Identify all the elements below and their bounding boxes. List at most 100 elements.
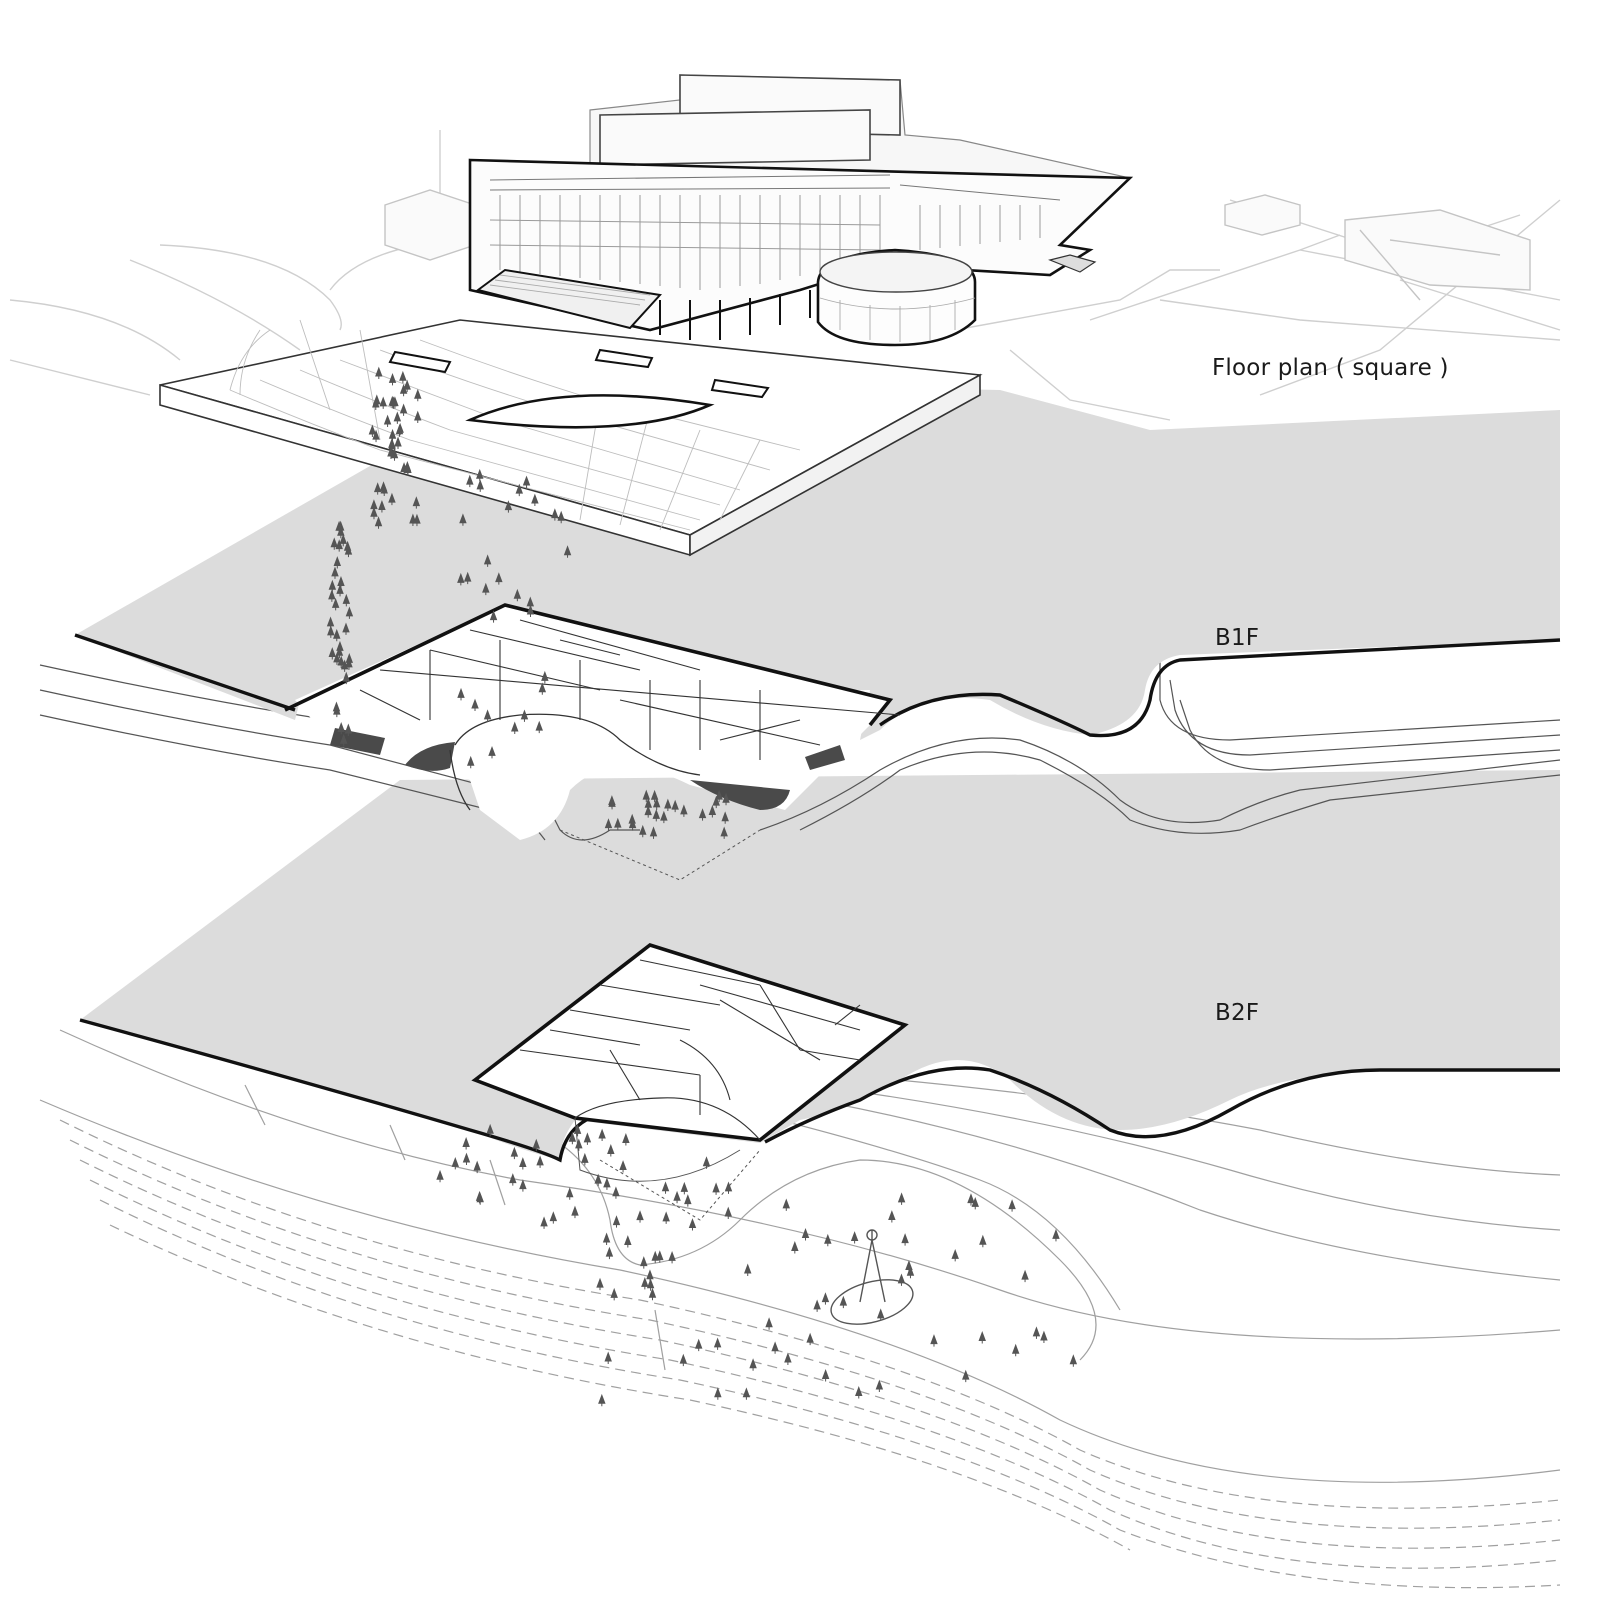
tree-mark — [467, 755, 475, 769]
tree-mark — [549, 1211, 558, 1224]
tree-mark — [459, 513, 467, 526]
tree-mark — [1008, 1199, 1016, 1212]
tree-mark — [603, 1177, 611, 1190]
tree-mark — [328, 589, 336, 602]
tree-mark — [813, 1299, 821, 1312]
tree-mark — [644, 797, 653, 811]
tree-mark — [712, 795, 720, 809]
label-b1f: B1F — [1215, 625, 1260, 651]
tree-mark — [821, 1369, 830, 1382]
tree-mark — [765, 1317, 773, 1330]
tree-mark — [374, 516, 383, 529]
tree-mark — [483, 554, 492, 567]
tree-mark — [336, 640, 344, 654]
tree-mark — [668, 1250, 676, 1264]
tree-mark — [622, 1133, 630, 1146]
tree-mark — [379, 481, 388, 494]
tree-mark — [640, 1256, 648, 1269]
b2f-slab-edge — [79, 1018, 1560, 1163]
tree-mark — [688, 1218, 697, 1231]
tree-mark — [671, 799, 679, 813]
tree-mark — [488, 745, 496, 759]
tree-mark — [673, 1190, 681, 1204]
tree-mark — [1069, 1354, 1078, 1367]
tree-mark — [573, 1123, 582, 1137]
tree-mark — [457, 687, 465, 701]
sculpture-plaza — [830, 1229, 914, 1325]
tree-mark — [708, 805, 717, 818]
tree-mark — [639, 824, 647, 838]
tree-mark — [373, 482, 382, 495]
tree-mark — [644, 805, 652, 818]
tree-mark — [339, 533, 347, 547]
tree-mark — [486, 1123, 494, 1137]
tree-mark — [333, 628, 341, 642]
tree-mark — [610, 1287, 618, 1301]
main-building — [468, 74, 1134, 340]
tree-mark — [414, 410, 422, 423]
tree-mark — [684, 1194, 692, 1207]
tree-mark — [451, 1156, 460, 1170]
tree-mark — [614, 817, 622, 831]
tree-mark — [343, 540, 352, 554]
tree-mark — [850, 1231, 859, 1244]
tree-mark — [368, 424, 377, 437]
tree-mark — [607, 1144, 615, 1157]
tree-mark — [399, 370, 407, 384]
tree-mark — [724, 1181, 733, 1194]
tree-mark — [532, 1138, 540, 1152]
tree-mark — [370, 506, 378, 520]
tree-mark — [824, 1233, 832, 1247]
tree-mark — [571, 1205, 579, 1219]
tree-mark — [339, 733, 348, 747]
tree-mark — [661, 1181, 670, 1194]
tree-mark — [504, 500, 513, 513]
tree-mark — [930, 1334, 938, 1347]
tree-mark — [897, 1273, 906, 1286]
tree-mark — [519, 1179, 527, 1192]
b1f-basement-rooms — [284, 603, 901, 881]
tree-mark — [383, 414, 392, 428]
label-floor-plan-square: Floor plan ( square ) — [1212, 355, 1449, 381]
tree-mark — [656, 1250, 664, 1263]
tree-mark — [801, 1228, 810, 1241]
tree-mark — [612, 1215, 621, 1228]
tree-mark — [475, 1190, 484, 1204]
tree-mark — [331, 566, 339, 579]
tree-mark — [332, 701, 341, 714]
tree-mark — [875, 1379, 884, 1392]
label-b2f: B2F — [1215, 1000, 1260, 1026]
tree-mark — [328, 647, 337, 660]
tree-mark — [594, 1173, 602, 1187]
tree-mark — [608, 796, 616, 810]
tree-mark — [581, 1152, 589, 1166]
tree-mark — [1011, 1343, 1020, 1357]
tree-mark — [628, 813, 636, 827]
tree-mark — [720, 826, 728, 839]
tree-mark — [335, 645, 344, 659]
tree-mark — [715, 789, 723, 803]
tree-mark — [540, 1216, 548, 1229]
tree-mark — [698, 808, 707, 821]
tree-mark — [509, 1173, 517, 1186]
tree-mark — [345, 652, 354, 666]
tree-mark — [403, 379, 411, 393]
tree-mark — [333, 556, 342, 569]
tree-mark — [388, 428, 397, 442]
tree-mark — [596, 1277, 604, 1291]
tree-mark — [436, 1169, 444, 1183]
tree-mark — [344, 723, 353, 736]
tree-mark — [605, 1246, 614, 1260]
tree-mark — [412, 496, 421, 509]
tree-mark — [642, 789, 651, 803]
tree-mark — [513, 588, 522, 602]
tree-mark — [483, 709, 492, 722]
tree-mark — [771, 1341, 779, 1354]
rotunda-building — [816, 248, 977, 347]
tree-mark — [901, 1233, 909, 1246]
tree-mark — [744, 1263, 752, 1276]
tree-mark — [978, 1331, 986, 1344]
tree-mark — [531, 493, 539, 507]
tree-mark — [373, 394, 381, 407]
tree-mark — [399, 403, 408, 416]
